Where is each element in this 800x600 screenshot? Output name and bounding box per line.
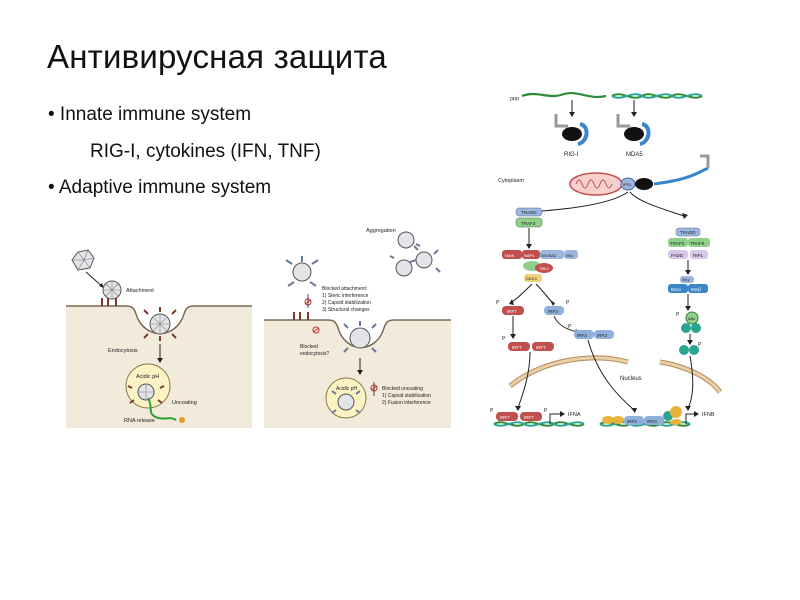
label-irf7-2: IRF7: [512, 345, 522, 350]
slide-title: Антивирусная защита: [47, 38, 387, 75]
label-blocked-attachment: Blocked attachment:: [322, 286, 367, 292]
irf7-promoter-complex: P IRF7 IRF7 P: [490, 408, 548, 421]
rig-i-signaling-diagram: ppp RIG-I MDA5 Cytoplasm IPS1 TRADD TRAF…: [488, 86, 730, 436]
nuclear-membrane: [508, 355, 723, 394]
tbk1-complex: TANK NAP1 SINTBAD IKKε TBK1 DDX3: [502, 250, 578, 282]
label-tradd: TRADD: [521, 210, 537, 215]
label-structural-changes: 3) Structural changes: [322, 307, 370, 313]
label-p-8: P: [544, 408, 548, 414]
label-nap1: NAP1: [524, 253, 535, 258]
traf3-complex: TRADD TRAF3: [515, 207, 543, 228]
label-p-2: P: [566, 300, 570, 306]
label-irf3-5: IRF3: [647, 419, 657, 424]
label-rig-i: RIG-I: [564, 152, 579, 158]
antibody-neutralization-figure: Aggregation Blocked attachment: 1) Steri…: [264, 218, 451, 428]
label-rna-release: RNA release: [124, 418, 155, 424]
label-ifnb: IFNB: [702, 412, 715, 418]
label-irf3-3: IRF3: [597, 333, 607, 338]
label-p-5: P: [676, 312, 680, 318]
label-ikba: IκBα: [688, 317, 695, 321]
virus-attached-icon: [102, 280, 122, 300]
label-ikkg: IKKγ: [682, 278, 690, 282]
label-aggregation: Aggregation: [366, 228, 396, 234]
label-acidic-ph-2: Acidic pH: [336, 386, 358, 392]
label-fadd: FADD: [671, 253, 684, 258]
label-p-6: P: [698, 342, 702, 348]
virus-particle-icon: [71, 249, 95, 271]
mitochondrion-icon: [569, 172, 623, 196]
label-sintbad: SINTBAD: [541, 254, 557, 258]
bullet-innate-immune-system: • Innate immune system: [48, 104, 252, 125]
label-irf7-5: IRF7: [524, 415, 534, 420]
virus-uncoating-icon: [127, 383, 165, 404]
label-p-3: P: [502, 336, 506, 342]
label-tradd-2: TRADD: [680, 230, 696, 235]
label-tbk1: TBK1: [539, 266, 550, 271]
label-acidic-ph: Acidic pH: [136, 374, 159, 380]
ikk-complex: IKKγ IKKα IKKβ: [668, 276, 708, 293]
label-endocytosis: Endocytosis: [108, 348, 138, 354]
label-ifna: IFNA: [568, 412, 581, 418]
irf7-irf3-phospho: P IRF7 IRF3 P: [496, 300, 570, 315]
dna-helix-left: [493, 421, 585, 427]
rig-i-protein-icon: [554, 114, 589, 146]
nfkb-complex: P IκBα P: [676, 311, 702, 355]
label-irf7-3: IRF7: [536, 345, 546, 350]
irf3-dimer: P IRF3 IRF3: [568, 324, 614, 339]
virus-endocytosed-icon: [143, 307, 177, 341]
label-irf3-1: IRF3: [548, 309, 558, 314]
mda5-protein-icon: [616, 114, 651, 146]
label-cytoplasm: Cytoplasm: [498, 178, 524, 184]
label-traf3: TRAF3: [521, 221, 536, 226]
label-nucleus: Nucleus: [620, 376, 642, 382]
label-irf3-4: IRF3: [627, 419, 637, 424]
label-mda5: MDA5: [626, 152, 643, 158]
ifnb-enhanceosome: IRF3 IRF3: [602, 406, 682, 425]
bullet-adaptive-immune-system: • Adaptive immune system: [48, 177, 272, 198]
label-ikka: IKKα: [671, 287, 681, 292]
label-capsid-stabilization: 2) Capsid stabilization: [322, 300, 371, 306]
aggregated-viruses-icon: [389, 231, 441, 277]
label-ips1: IPS1: [623, 182, 632, 187]
label-traf2: TRAF2: [670, 241, 685, 246]
virus-blocked-uncoating-icon: [331, 390, 361, 414]
irf7-dimer: P IRF7 IRF7: [502, 336, 554, 351]
label-p-7: P: [490, 408, 494, 414]
virus-endocytosed-icon: [343, 321, 377, 353]
label-irf7-4: IRF7: [500, 415, 510, 420]
label-p-1: P: [496, 300, 500, 306]
label-blocked-endocytosis-2: endocytosis?: [300, 351, 329, 357]
label-irf3-2: IRF3: [577, 333, 587, 338]
label-steric-interference: 1) Steric interference: [322, 293, 369, 299]
label-ikke: IKKε: [566, 254, 574, 258]
label-rip1: RIP1: [693, 253, 704, 258]
label-fusion-interference: 2) Fusion interference: [382, 400, 431, 406]
label-blocked-uncoating: Blocked uncoating: [382, 386, 423, 392]
label-p-4: P: [568, 324, 572, 330]
bullet-rig-cytokines: RIG-I, cytokines (IFN, TNF): [90, 141, 321, 162]
label-irf7-1: IRF7: [507, 309, 517, 314]
label-tank: TANK: [504, 253, 515, 258]
label-traf6: TRAF6: [690, 241, 705, 246]
dsrna-helix-icon: [611, 93, 703, 99]
label-uncoating: Uncoating: [172, 400, 197, 406]
label-ppp: ppp: [510, 96, 519, 102]
virus-entry-figure: Attachment Endocytosis Acidic pH Uncoati…: [66, 248, 252, 428]
label-ikkb: IKKβ: [691, 287, 701, 292]
ssrna-strand: [521, 92, 607, 98]
label-capsid-stabilization-2: 1) Capsid stabilization: [382, 393, 431, 399]
label-attachment: Attachment: [126, 288, 154, 294]
label-ddx3: DDX3: [526, 276, 537, 281]
neutralized-virus-icon: [285, 256, 319, 287]
traf2-traf6-complex: TRADD TRAF2 TRAF6 FADD RIP1: [668, 227, 710, 259]
label-blocked-endocytosis-1: Blocked: [300, 344, 318, 350]
